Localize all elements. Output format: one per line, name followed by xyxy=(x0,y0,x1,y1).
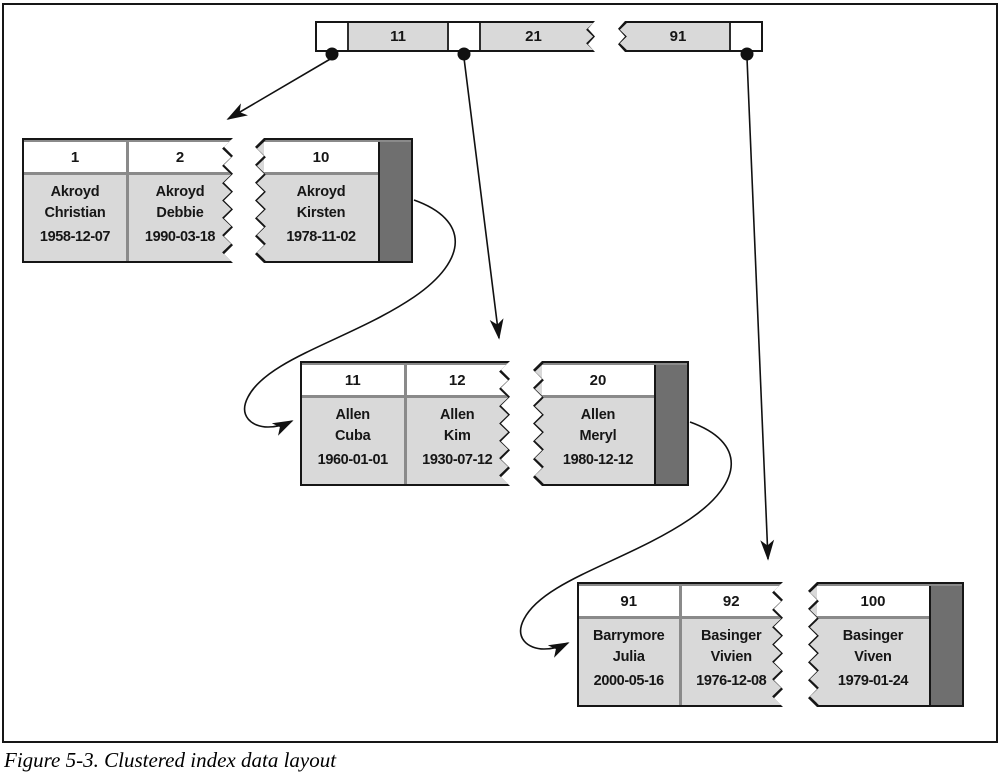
node-key-11: 11 xyxy=(347,23,447,50)
node-pointer-3 xyxy=(729,23,761,50)
page1-left-part: 1 Akroyd Christian 1958-12-07 2 Akroyd D… xyxy=(22,138,233,263)
record-cell: 20 Allen Meryl 1980-12-12 xyxy=(535,365,654,484)
node-key-91: 91 xyxy=(620,23,729,50)
page3-left-part: 91 Barrymore Julia 2000-05-16 92 Basinge… xyxy=(577,582,783,707)
record-lastname: Allen xyxy=(580,407,616,423)
record-cell: 91 Barrymore Julia 2000-05-16 xyxy=(579,586,679,705)
record-date: 1960-01-01 xyxy=(317,452,388,468)
record-lastname: Basinger xyxy=(842,628,904,644)
record-lastname: Akroyd xyxy=(50,184,100,200)
record-date: 1990-03-18 xyxy=(144,229,216,245)
node-pointer-2 xyxy=(447,23,479,50)
record-date: 1979-01-24 xyxy=(837,673,909,689)
record-date: 2000-05-16 xyxy=(593,673,664,689)
page1-right-part: 10 Akroyd Kirsten 1978-11-02 xyxy=(255,138,413,263)
record-firstname: Kirsten xyxy=(296,205,346,221)
figure-caption: Figure 5-3. Clustered index data layout xyxy=(4,748,337,772)
record-lastname: Akroyd xyxy=(296,184,346,200)
record-cell: 12 Allen Kim 1930-07-12 xyxy=(404,365,509,484)
record-date: 1980-12-12 xyxy=(562,452,634,468)
record-lastname: Allen xyxy=(440,407,475,423)
page2-right-part: 20 Allen Meryl 1980-12-12 xyxy=(533,361,689,486)
record-date: 1976-12-08 xyxy=(696,673,767,689)
record-firstname: Julia xyxy=(612,649,645,665)
page2-left-part: 11 Allen Cuba 1960-01-01 12 Allen Kim 19… xyxy=(300,361,510,486)
record-id: 92 xyxy=(682,586,782,619)
record-lastname: Akroyd xyxy=(155,184,205,200)
node-pointer-1 xyxy=(317,23,347,50)
record-date: 1958-12-07 xyxy=(39,229,111,245)
record-cell: 2 Akroyd Debbie 1990-03-18 xyxy=(126,142,231,261)
record-firstname: Meryl xyxy=(579,428,617,444)
record-lastname: Allen xyxy=(335,407,370,423)
page1-next-page-pointer xyxy=(378,142,411,261)
record-date: 1930-07-12 xyxy=(422,452,493,468)
record-id: 2 xyxy=(129,142,231,175)
record-firstname: Viven xyxy=(854,649,892,665)
record-lastname: Barrymore xyxy=(592,628,665,644)
record-cell: 92 Basinger Vivien 1976-12-08 xyxy=(679,586,782,705)
page3-next-page-pointer xyxy=(929,586,962,705)
record-cell: 11 Allen Cuba 1960-01-01 xyxy=(302,365,404,484)
record-firstname: Kim xyxy=(443,428,471,444)
record-firstname: Debbie xyxy=(156,205,204,221)
record-id: 12 xyxy=(407,365,509,398)
page2-next-page-pointer xyxy=(654,365,687,484)
record-id: 91 xyxy=(579,586,679,619)
page3-right-part: 100 Basinger Viven 1979-01-24 xyxy=(808,582,964,707)
record-id: 100 xyxy=(817,586,929,619)
figure-frame xyxy=(2,3,998,743)
node-key-21: 21 xyxy=(479,23,593,50)
index-node-left-part: 11 21 xyxy=(315,21,595,52)
record-id: 10 xyxy=(264,142,378,175)
record-date: 1978-11-02 xyxy=(286,229,356,245)
record-firstname: Christian xyxy=(44,205,106,221)
record-cell: 1 Akroyd Christian 1958-12-07 xyxy=(24,142,126,261)
record-firstname: Vivien xyxy=(710,649,752,665)
record-id: 11 xyxy=(302,365,404,398)
record-firstname: Cuba xyxy=(335,428,371,444)
record-cell: 10 Akroyd Kirsten 1978-11-02 xyxy=(257,142,378,261)
index-node-right-part: 91 xyxy=(618,21,763,52)
record-cell: 100 Basinger Viven 1979-01-24 xyxy=(810,586,929,705)
record-id: 20 xyxy=(542,365,654,398)
record-lastname: Basinger xyxy=(701,628,762,644)
record-id: 1 xyxy=(24,142,126,175)
